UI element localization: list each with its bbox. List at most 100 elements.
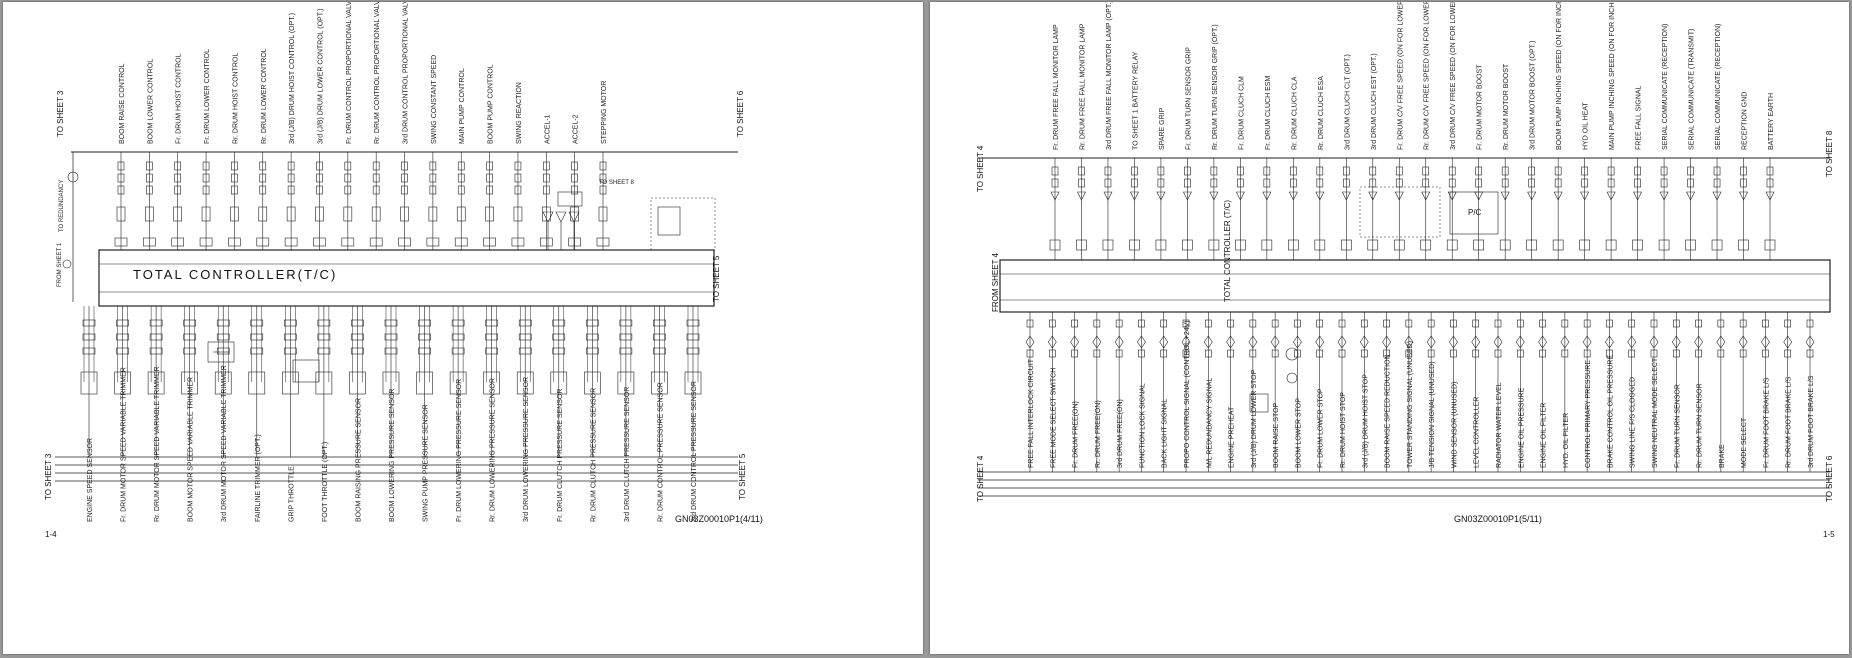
top-signal-label-23: FREE FALL SIGNAL [1636,86,1643,150]
terminal-block [116,333,129,341]
bottom-signal-label-10: BOOM LOWERING PRESSURE SENSOR [389,389,396,522]
top-signal-label-14: BOOM PUMP CONTROL [488,64,495,144]
driver-coil-1 [116,206,126,222]
terminal-block [1160,319,1168,328]
top-signal-label-16: 3rd DRUM C/V FREE SPEED (ON FOR LOWER) [1450,2,1457,150]
bottom-signal-label-13: BOOM LOWER STOP [1295,398,1302,468]
sensor-box-14 [516,371,534,395]
top-signal-label-24: SERIAL COMMUNICATE (RECEPTION) [1662,24,1669,150]
driver-connector-20 [1552,239,1564,251]
terminal-block [485,319,498,327]
terminal-block [1501,178,1509,188]
bottom-signal-label-25: HYD. OIL FILTER [1563,413,1570,468]
driver-coil-18 [598,206,608,222]
driver-connector-14 [483,237,496,247]
accel-connector-2 [555,211,567,223]
diode-10 [1288,191,1298,201]
left-drawing-code: GN03Z00010P1(4/11) [675,514,763,524]
right-to-sheet-4-bottom: TO SHEET 4 [976,455,985,502]
terminal-block [384,319,398,327]
switch-contact-11 [1248,335,1258,349]
terminal-block [1294,349,1301,358]
terminal-block [1494,349,1502,358]
terminal-block [351,333,364,341]
right-drawing-code: GN03Z00010P1(5/11) [1454,514,1542,524]
terminal-block [599,185,607,195]
diode-24 [1659,191,1669,201]
switch-contact-24 [1538,335,1547,349]
terminal-block [1713,178,1721,188]
sensor-box-1 [80,371,98,395]
top-signal-label-1: BOOM RAISE CONTROL [119,63,126,144]
terminal-block [514,185,522,195]
diode-19 [1527,191,1537,201]
terminal-block [1290,178,1297,188]
terminal-block [183,319,196,327]
stepping-motor-box [657,206,681,236]
terminal-block [1581,178,1588,188]
terminal-block [1740,178,1747,188]
left-schematic-page: TOTAL CONTROLLER(T/C) TO SHEET 3 TO SHEE… [3,2,923,654]
terminal-block [1338,319,1346,328]
diode-circle [67,171,79,183]
terminal-block [1607,166,1615,176]
terminal-block [1650,319,1658,328]
switch-contact-5 [1114,335,1124,349]
terminal-block [1494,319,1502,328]
sensor-box-5 [214,371,232,395]
terminal-block [429,185,437,195]
terminal-block [183,347,196,355]
bottom-signal-label-4: Rr. DRUM FREE(ON) [1095,400,1102,468]
terminal-block [1182,319,1190,328]
driver-connector-10 [369,237,383,247]
driver-connector-19 [1526,239,1537,251]
to-sheet-8-box [557,191,583,207]
right-to-sheet-6-bottom: TO SHEET 6 [1825,455,1834,502]
driver-connector-8 [313,237,326,247]
switch-contact-16 [1359,335,1369,349]
diode-18 [1500,191,1510,201]
diode-3 [1103,191,1113,201]
terminal-block [384,347,398,355]
terminal-block [149,347,163,355]
terminal-block [1762,319,1769,328]
bottom-signal-label-35: Rr. DRUM FOOT BRAKE L/S [1786,376,1793,468]
terminal-block [1249,319,1257,328]
terminal-block [1227,319,1234,328]
terminal-block [457,161,465,171]
top-signal-label-26: SERIAL COMMUNICATE (RECEPTION) [1715,24,1722,150]
terminal-block [146,185,153,195]
switch-contact-12 [1270,335,1280,349]
switch-contact-10 [1226,335,1235,349]
terminal-block [1138,319,1145,328]
terminal-block [1806,319,1814,328]
switch-contact-31 [1694,335,1703,349]
terminal-block [1395,166,1403,176]
top-signal-label-6: Rr. DRUM LOWER CONTROL [261,48,268,144]
driver-coil-3 [173,206,183,222]
bottom-signal-label-36: 3rd DRUM FOOT BRAKE L/S [1808,375,1815,468]
total-controller-box [98,249,715,307]
terminal-block [418,319,431,327]
driver-connector-1 [114,237,128,247]
driver-coil-14 [485,206,494,222]
switch-contact-7 [1159,335,1169,349]
left-wiring-diagram: TOTAL CONTROLLER(T/C) TO SHEET 3 TO SHEE… [44,2,747,522]
bottom-signal-label-17: BOOM RAISE SPEED REDUCTION [1385,354,1392,468]
bottom-signal-label-22: RADIATOR WATER LEVEL [1496,382,1503,468]
terminal-block [1271,319,1279,328]
right-schematic-page: TOTAL CONTROLLER (T/C) P/C TO SHEET 4 TO… [930,2,1849,654]
top-signal-label-22: MAIN PUMP INCHING SPEED (ON FOR INCHING … [1609,2,1616,150]
terminal-block [518,333,532,341]
terminal-block [250,333,264,341]
terminal-block [1628,349,1636,358]
right-pc-label: P/C [1468,208,1482,217]
driver-coil-6 [258,206,268,222]
terminal-block [1104,178,1112,188]
terminal-block [1717,319,1725,328]
terminal-block [202,161,210,171]
driver-connector-16 [1446,239,1458,251]
sensor-box-3 [147,371,165,395]
terminal-block [1554,178,1562,188]
terminal-block [174,161,182,171]
